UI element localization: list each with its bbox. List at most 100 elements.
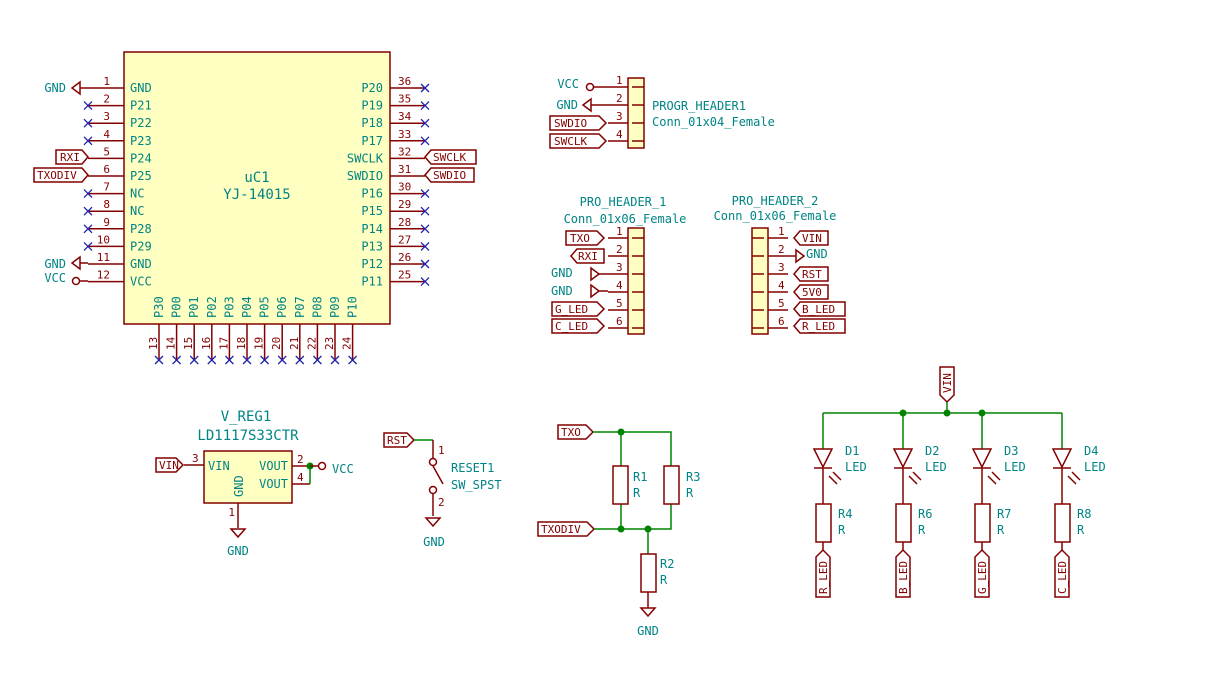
ph-pins-2: 2 — [608, 92, 644, 106]
svg-text:C_LED: C_LED — [1056, 561, 1069, 594]
svg-text:34: 34 — [398, 110, 412, 123]
svg-text:4: 4 — [103, 128, 110, 141]
svg-text:5V0: 5V0 — [802, 286, 822, 299]
led-array: VIN R_LEDD1LEDR4RB_LEDD2LEDR6RG_LEDD3LED… — [812, 366, 1106, 598]
uc1-value: YJ-14015 — [223, 187, 290, 203]
gnd-symbol-divider — [639, 607, 657, 618]
svg-text:P13: P13 — [361, 239, 383, 253]
svg-text:1: 1 — [228, 506, 235, 519]
svg-text:P02: P02 — [205, 296, 219, 318]
svg-text:1: 1 — [616, 225, 623, 238]
svg-text:15: 15 — [182, 337, 195, 350]
svg-text:LED: LED — [845, 460, 867, 474]
svg-text:1: 1 — [616, 74, 623, 87]
svg-text:R: R — [1077, 523, 1085, 537]
svg-text:P15: P15 — [361, 204, 383, 218]
svg-text:3: 3 — [616, 261, 623, 274]
svg-text:R: R — [660, 573, 668, 587]
vreg-ref: V_REG1 — [221, 409, 272, 425]
net-label-rst-h2: RST — [793, 266, 829, 282]
net-label-rled-h2: R_LED — [793, 318, 846, 334]
net-label-txodiv-uc: TXODIV — [33, 167, 89, 183]
net-label-bled-h2: B_LED — [793, 301, 846, 317]
svg-text:7: 7 — [103, 181, 110, 194]
svg-text:TXO: TXO — [561, 426, 581, 439]
svg-text:P12: P12 — [361, 257, 383, 271]
h2-pins-1: 1 — [752, 225, 788, 239]
net-label-txo-h1: TXO — [565, 230, 606, 246]
svg-text:GND: GND — [130, 257, 152, 271]
svg-text:D4: D4 — [1084, 444, 1098, 458]
svg-text:4: 4 — [297, 471, 304, 484]
svg-text:RXI: RXI — [578, 250, 598, 263]
svg-text:32: 32 — [398, 145, 411, 158]
gnd-symbol-h2: GND — [788, 247, 828, 264]
svg-text:26: 26 — [398, 251, 411, 264]
svg-text:P17: P17 — [361, 134, 383, 148]
svg-text:G_LED: G_LED — [555, 303, 588, 316]
svg-text:3: 3 — [192, 452, 199, 465]
svg-text:GND: GND — [551, 284, 573, 298]
uc1-ref: uC1 — [244, 170, 269, 186]
svg-text:16: 16 — [200, 337, 213, 350]
svg-text:5: 5 — [103, 145, 110, 158]
svg-text:10: 10 — [97, 233, 110, 246]
svg-text:VOUT: VOUT — [259, 477, 288, 491]
uc-pin-26: 26 P12 — [361, 251, 430, 271]
net-label-rxi-uc: RXI — [55, 149, 89, 165]
svg-text:29: 29 — [398, 198, 411, 211]
svg-text:P07: P07 — [293, 296, 307, 318]
h2-pins-3: 3 — [752, 261, 788, 275]
h2-pins-5: 5 — [752, 297, 788, 311]
net-label-swdio-uc: SWDIO — [424, 167, 475, 183]
svg-text:P05: P05 — [258, 296, 272, 318]
net-label-rxi-h1: RXI — [570, 248, 605, 264]
svg-text:17: 17 — [217, 337, 230, 350]
svg-text:R6: R6 — [918, 507, 932, 521]
svg-text:LED: LED — [1084, 460, 1106, 474]
pro-header-1-ref: PRO_HEADER_1 — [580, 195, 667, 209]
svg-text:9: 9 — [103, 216, 110, 229]
net-label-vin-leds: VIN — [939, 366, 955, 404]
svg-text:30: 30 — [398, 181, 411, 194]
svg-text:GND: GND — [637, 624, 659, 638]
svg-text:23: 23 — [323, 337, 336, 350]
svg-text:P09: P09 — [328, 296, 342, 318]
net-label-rst-switch: RST — [383, 432, 416, 448]
net-label-cled-h1: C_LED — [551, 318, 606, 334]
svg-text:P08: P08 — [310, 296, 324, 318]
vcc-symbol-uc-pin12: VCC — [44, 271, 88, 286]
h1-pins-6: 6 — [608, 315, 644, 329]
reset-ref: RESET1 — [451, 461, 494, 475]
svg-text:36: 36 — [398, 75, 411, 88]
svg-text:RXI: RXI — [60, 151, 80, 164]
svg-text:1: 1 — [778, 225, 785, 238]
resistor-r3: R3 R — [663, 465, 700, 505]
uc-pin-29: 29 P15 — [361, 198, 430, 218]
svg-text:2: 2 — [778, 243, 785, 256]
svg-text:R7: R7 — [997, 507, 1011, 521]
led-channels: R_LEDD1LEDR4RB_LEDD2LEDR6RG_LEDD3LEDR7RC… — [812, 413, 1106, 598]
svg-text:20: 20 — [270, 337, 283, 350]
svg-text:P25: P25 — [130, 169, 152, 183]
h1-pins-2: 2 — [608, 243, 644, 257]
svg-text:VOUT: VOUT — [259, 459, 288, 473]
